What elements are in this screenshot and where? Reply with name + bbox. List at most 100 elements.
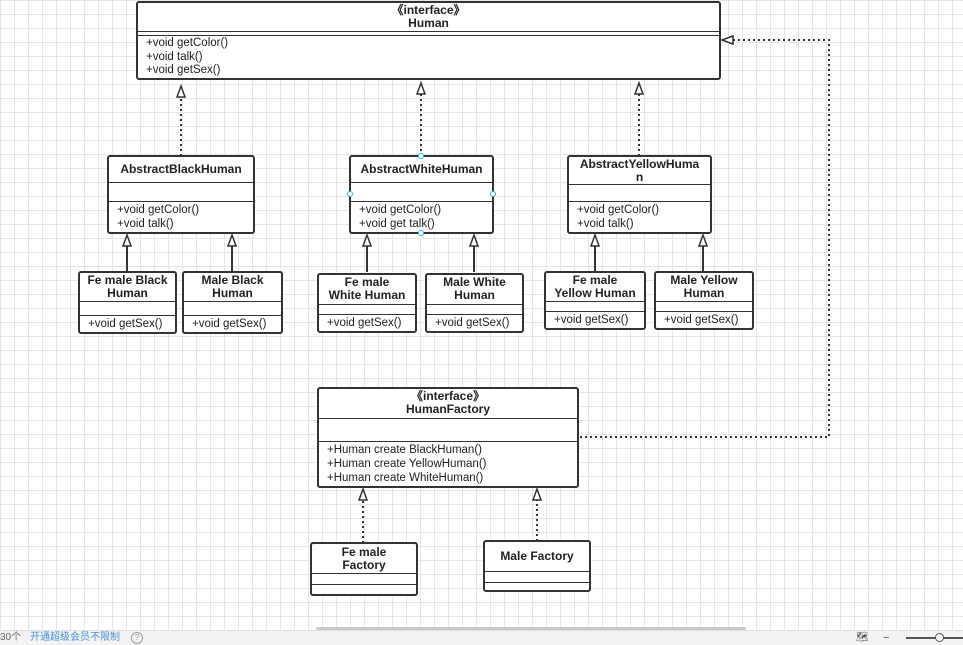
- attributes-compartment: [656, 302, 752, 312]
- operations-compartment: +void getSex(): [80, 316, 175, 332]
- operation: +void getColor(): [577, 204, 660, 216]
- operations-compartment: +void getSex(): [319, 315, 415, 331]
- class-name-line2: Human: [107, 286, 148, 300]
- inherit-female-yellow: [589, 232, 601, 272]
- stereotype-label: 《interface》: [410, 389, 486, 404]
- inherit-male-black: [226, 232, 238, 272]
- operations-compartment: [312, 585, 416, 594]
- operation: +Human create YellowHuman(): [327, 458, 487, 470]
- attributes-compartment: [109, 183, 253, 202]
- operation: +Human create BlackHuman(): [327, 444, 482, 456]
- class-abstract-yellow-human[interactable]: AbstractYellowHuma n +void getColor() +v…: [567, 155, 712, 234]
- operations-compartment: [485, 583, 589, 590]
- class-abstract-white-human[interactable]: AbstractWhiteHuman +void getColor() +voi…: [349, 155, 494, 234]
- class-human[interactable]: 《interface》 Human +void getColor() +void…: [136, 1, 721, 80]
- operation: +void getSex(): [327, 317, 402, 329]
- attributes-compartment: [427, 305, 522, 315]
- class-name-line2: Human: [454, 288, 495, 303]
- operation: +Human create WhiteHuman(): [327, 472, 484, 484]
- class-male-black-human[interactable]: Male Black Human +void getSex(): [182, 271, 283, 334]
- class-name-line2: Yellow Human: [554, 286, 636, 300]
- operation: +void getSex(): [435, 317, 510, 329]
- class-name-line1: AbstractYellowHuma: [579, 156, 700, 171]
- operation: +void getSex(): [554, 314, 629, 326]
- operation: +void getColor(): [359, 204, 442, 216]
- operation: +void getSex(): [664, 314, 739, 326]
- help-icon[interactable]: ?: [131, 632, 143, 644]
- operation: +void getSex(): [88, 318, 163, 330]
- attributes-compartment: [546, 302, 644, 312]
- attributes-compartment: [319, 419, 577, 442]
- attributes-compartment: [138, 32, 719, 36]
- operation: +void talk(): [577, 218, 634, 230]
- class-name: AbstractWhiteHuman: [360, 161, 483, 176]
- attributes-compartment: [319, 305, 415, 315]
- class-female-yellow-human[interactable]: Fe male Yellow Human +void getSex(): [544, 271, 646, 330]
- zoom-out-button[interactable]: −: [883, 632, 890, 644]
- class-name: Male Factory: [500, 549, 574, 563]
- inherit-male-yellow: [697, 232, 709, 272]
- class-name: Human: [408, 16, 449, 30]
- shape-count: 30个: [0, 632, 22, 643]
- selection-handle-right[interactable]: [490, 191, 496, 197]
- status-bar: 30个 开通超级会员不限制 ? 🗺︎ −: [0, 630, 963, 645]
- class-female-factory[interactable]: Fe male Factory: [310, 542, 418, 596]
- upgrade-link[interactable]: 开通超级会员不限制: [30, 632, 120, 643]
- class-name-line2: Human: [212, 286, 253, 300]
- operation: +void talk(): [117, 218, 174, 230]
- class-male-white-human[interactable]: Male White Human +void getSex(): [425, 273, 524, 333]
- class-name-line1: Fe male Black: [87, 273, 168, 287]
- operation: +void getSex(): [146, 64, 221, 76]
- inherit-female-white: [361, 232, 373, 272]
- zoom-slider-handle[interactable]: [935, 633, 944, 642]
- attributes-compartment: [351, 183, 492, 202]
- operations-compartment: +void getColor() +void talk(): [109, 202, 253, 232]
- attributes-compartment: [569, 185, 710, 202]
- class-name-line1: Male Black: [201, 273, 264, 287]
- class-name: HumanFactory: [405, 402, 491, 417]
- class-male-factory[interactable]: Male Factory: [483, 540, 591, 592]
- realization-white-to-human: [415, 80, 427, 156]
- diagram-canvas[interactable]: 《interface》 Human +void getColor() +void…: [0, 0, 963, 630]
- realization-yellow-to-human: [633, 80, 645, 156]
- operations-compartment: +void getSex(): [427, 315, 522, 331]
- operation: +void getColor(): [146, 37, 229, 49]
- horizontal-scrollbar[interactable]: [316, 627, 746, 630]
- operations-compartment: +void getColor() +void get talk(): [351, 202, 492, 232]
- map-icon[interactable]: 🗺︎: [856, 632, 869, 643]
- selection-handle-bottom[interactable]: [418, 230, 424, 236]
- operations-compartment: +void getSex(): [184, 316, 281, 332]
- class-name-line2: n: [635, 169, 644, 184]
- stereotype-label: 《interface》: [391, 3, 466, 17]
- class-abstract-black-human[interactable]: AbstractBlackHuman +void getColor() +voi…: [107, 155, 255, 234]
- class-male-yellow-human[interactable]: Male Yellow Human +void getSex(): [654, 271, 754, 330]
- operations-compartment: +void getColor() +void talk(): [569, 202, 710, 232]
- attributes-compartment: [312, 574, 416, 585]
- class-name: AbstractBlackHuman: [120, 161, 242, 176]
- operations-compartment: +void getSex(): [546, 312, 644, 328]
- selection-handle-left[interactable]: [347, 191, 353, 197]
- operations-compartment: +void getSex(): [656, 312, 752, 328]
- class-female-black-human[interactable]: Fe male Black Human +void getSex(): [78, 271, 177, 334]
- class-name-line2: Human: [683, 286, 725, 300]
- class-name-line1: Fe male: [341, 544, 387, 559]
- operation: +void talk(): [146, 51, 203, 63]
- class-name-line1: Male White: [443, 275, 506, 290]
- class-human-factory[interactable]: 《interface》 HumanFactory +Human create B…: [317, 387, 579, 488]
- realization-female-factory: [357, 486, 369, 543]
- zoom-slider[interactable]: [906, 637, 963, 639]
- attributes-compartment: [80, 302, 175, 316]
- class-female-white-human[interactable]: Fe male White Human +void getSex(): [317, 273, 417, 333]
- class-name-line1: Fe male: [344, 275, 390, 290]
- realization-male-factory: [531, 486, 543, 541]
- inherit-female-black: [121, 232, 133, 272]
- selection-handle-top[interactable]: [418, 153, 424, 159]
- class-name-line1: Male Yellow: [670, 273, 738, 287]
- class-name-line2: White Human: [328, 288, 406, 303]
- operation: +void getSex(): [192, 318, 267, 330]
- class-name-line2: Factory: [342, 557, 386, 572]
- attributes-compartment: [184, 302, 281, 316]
- operations-compartment: +Human create BlackHuman() +Human create…: [319, 442, 577, 486]
- realization-black-to-human: [175, 83, 187, 156]
- class-name-line1: Fe male: [572, 273, 618, 287]
